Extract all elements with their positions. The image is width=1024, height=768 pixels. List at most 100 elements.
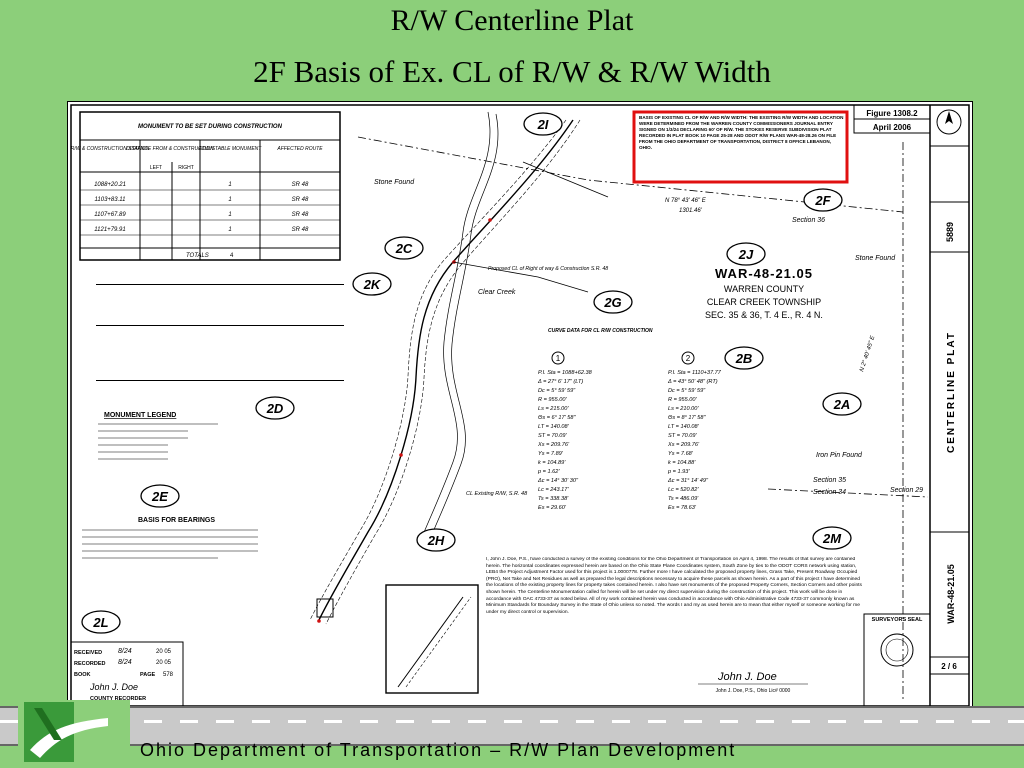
svg-text:1: 1	[556, 354, 561, 363]
monument-table-cell: 1	[228, 227, 231, 233]
recorder-block: RECEIVED 8/24 20 05 RECORDED 8/24 20 05 …	[70, 641, 184, 707]
callout-2l: 2L	[81, 610, 121, 634]
monument-table-header-0: R/W & CONSTRUCTION STATION	[71, 146, 150, 152]
project-code: WAR-48-21.05	[715, 266, 813, 281]
curve-data-line: Δ = 43° 50' 48" (RT)	[667, 379, 718, 385]
curve-data-line: Ls = 215.00'	[538, 406, 569, 412]
svg-text:2I: 2I	[537, 117, 549, 132]
svg-text:2G: 2G	[603, 295, 621, 310]
svg-text:BOOK: BOOK	[74, 672, 91, 678]
curve-data-line: R = 955.00'	[668, 397, 698, 403]
basis-note: BASIS OF EXISTING CL OF R/W AND R/W WIDT…	[639, 115, 844, 150]
figure-label: Figure 1308.2	[866, 109, 918, 118]
svg-text:2J: 2J	[738, 247, 754, 262]
svg-text:2E: 2E	[151, 489, 168, 504]
curve-data-line: Δ = 27° 6' 17" (LT)	[537, 379, 583, 385]
proposed-centerline	[317, 119, 574, 623]
monument-table: MONUMENT TO BE SET DURING CONSTRUCTION R…	[71, 111, 341, 261]
surveyor-statement: I, John J. Doe, P.S., have conducted a s…	[486, 557, 862, 615]
curve-data-line: Dc = 5° 59' 59"	[668, 388, 706, 394]
svg-text:2A: 2A	[833, 397, 851, 412]
svg-text:20 05: 20 05	[156, 660, 172, 666]
svg-text:2L: 2L	[92, 615, 108, 630]
curve-data-line: Ls = 210.00'	[668, 406, 699, 412]
seal	[880, 633, 914, 667]
callout-2g: 2G	[593, 290, 633, 314]
svg-text:2M: 2M	[822, 531, 842, 546]
svg-text:2F: 2F	[814, 193, 831, 208]
monument-table-cell: 1	[228, 182, 231, 188]
monument-table-cell: 1	[228, 212, 231, 218]
curve-data-line: Xs = 209.76'	[537, 442, 570, 448]
surveyor-seal-label: SURVEYORS SEAL	[872, 617, 923, 623]
svg-text:2H: 2H	[427, 533, 445, 548]
svg-text:John J. Doe: John J. Doe	[89, 682, 138, 692]
side-centerline-plat: CENTERLINE PLAT	[946, 331, 957, 453]
curve-data-label: CURVE DATA FOR CL R/W CONSTRUCTION	[548, 328, 653, 334]
inset-detail	[385, 584, 479, 694]
svg-text:2D: 2D	[266, 401, 284, 416]
svg-text:2B: 2B	[735, 351, 753, 366]
curve-data-line: Dc = 5° 59' 59"	[538, 388, 576, 394]
side-project-code: WAR-48-21.05	[946, 564, 956, 624]
curve-data-line: p = 1.62'	[537, 469, 560, 475]
clear-creek	[419, 111, 491, 543]
slide-subtitle: 2F Basis of Ex. CL of R/W & R/W Width	[253, 54, 771, 89]
title-block: 5889 CENTERLINE PLAT WAR-48-21.05 2 / 6	[930, 109, 969, 675]
svg-text:8/24: 8/24	[118, 659, 132, 666]
bearing-label-3: N 2° 40' 45" E	[859, 334, 877, 372]
stone-found-2: Stone Found	[855, 255, 896, 262]
section-34-label: Section 34	[813, 489, 846, 496]
bearings-text-lines	[82, 529, 258, 559]
project-section: SEC. 35 & 36, T. 4 E., R. 4 N.	[705, 310, 823, 320]
monument-legend-title: MONUMENT LEGEND	[104, 412, 176, 419]
curve-data-line: k = 104.88'	[668, 460, 696, 466]
highlight-box	[632, 110, 849, 184]
curve-data-line: Ts = 486.09'	[668, 496, 699, 502]
callout-2d: 2D	[255, 396, 295, 420]
callout-2m: 2M	[812, 526, 852, 550]
monument-table-subheader-right: RIGHT	[178, 165, 194, 171]
curve-data-line: Lc = 243.17'	[538, 487, 569, 493]
svg-text:RECORDED: RECORDED	[74, 661, 106, 667]
callout-2a: 2A	[822, 392, 862, 416]
monument-table-header-1: DISTANCE FROM & CONSTRUCTION	[126, 146, 214, 152]
monument-table-header-3: AFFECTED ROUTE	[276, 146, 323, 152]
monument-table-totals-label: TOTALS	[186, 253, 209, 259]
section-36-label: Section 36	[792, 217, 825, 224]
curve-data-line: Δc = 31° 14' 49"	[667, 478, 709, 484]
curve-data-line: p = 1.93'	[667, 469, 690, 475]
odot-logo-icon	[18, 700, 130, 764]
monument-table-cell: 1088+20.21	[94, 182, 126, 188]
road-graphic	[0, 706, 1024, 746]
curve-data-line: Δc = 14° 30' 30"	[537, 478, 579, 484]
svg-text:COUNTY RECORDER: COUNTY RECORDER	[90, 696, 146, 702]
curve-data-line: Es = 78.63'	[668, 505, 697, 511]
curve-data-line: Lc = 520.82'	[668, 487, 699, 493]
plat-drawing: MONUMENT TO BE SET DURING CONSTRUCTION R…	[67, 101, 973, 710]
curve-data-line: Θs = 8° 17' 58"	[668, 415, 706, 421]
proposed-cl-label: Proposed CL of Right of way & Constructi…	[488, 266, 608, 272]
stone-found-1: Stone Found	[374, 179, 415, 186]
callout-2j: 2J	[726, 242, 766, 266]
signature-caption: John J. Doe, P.S., Ohio Lic# 0000	[716, 688, 791, 694]
curve-data-line: Ts = 338.38'	[538, 496, 569, 502]
existing-cl-label: CL Existing R/W, S.R. 48	[466, 491, 528, 497]
monument-table-cell: 1107+67.89	[94, 212, 126, 218]
curve-data-line: P.I. Sta = 1110+37.77	[668, 370, 722, 376]
curve-data-line: LT = 140.08'	[538, 424, 570, 430]
monument-table-header-2: ADJUSTABLE MONUMENT	[198, 146, 263, 152]
svg-text:RECEIVED: RECEIVED	[74, 650, 102, 656]
callout-2f: 2F	[803, 188, 843, 212]
project-township: CLEAR CREEK TOWNSHIP	[707, 297, 821, 307]
curve-data-line: Es = 29.60'	[538, 505, 567, 511]
road-dashes	[0, 720, 1024, 723]
curve-data-line: k = 104.89'	[538, 460, 566, 466]
curve-data-line: ST = 70.09'	[668, 433, 698, 439]
svg-text:2K: 2K	[363, 277, 382, 292]
curve-data-line: ST = 70.09'	[538, 433, 568, 439]
svg-text:8/24: 8/24	[118, 648, 132, 655]
svg-text:2: 2	[686, 354, 691, 363]
monument-table-cell: SR 48	[292, 227, 309, 233]
callout-2i: 2I	[523, 112, 563, 136]
